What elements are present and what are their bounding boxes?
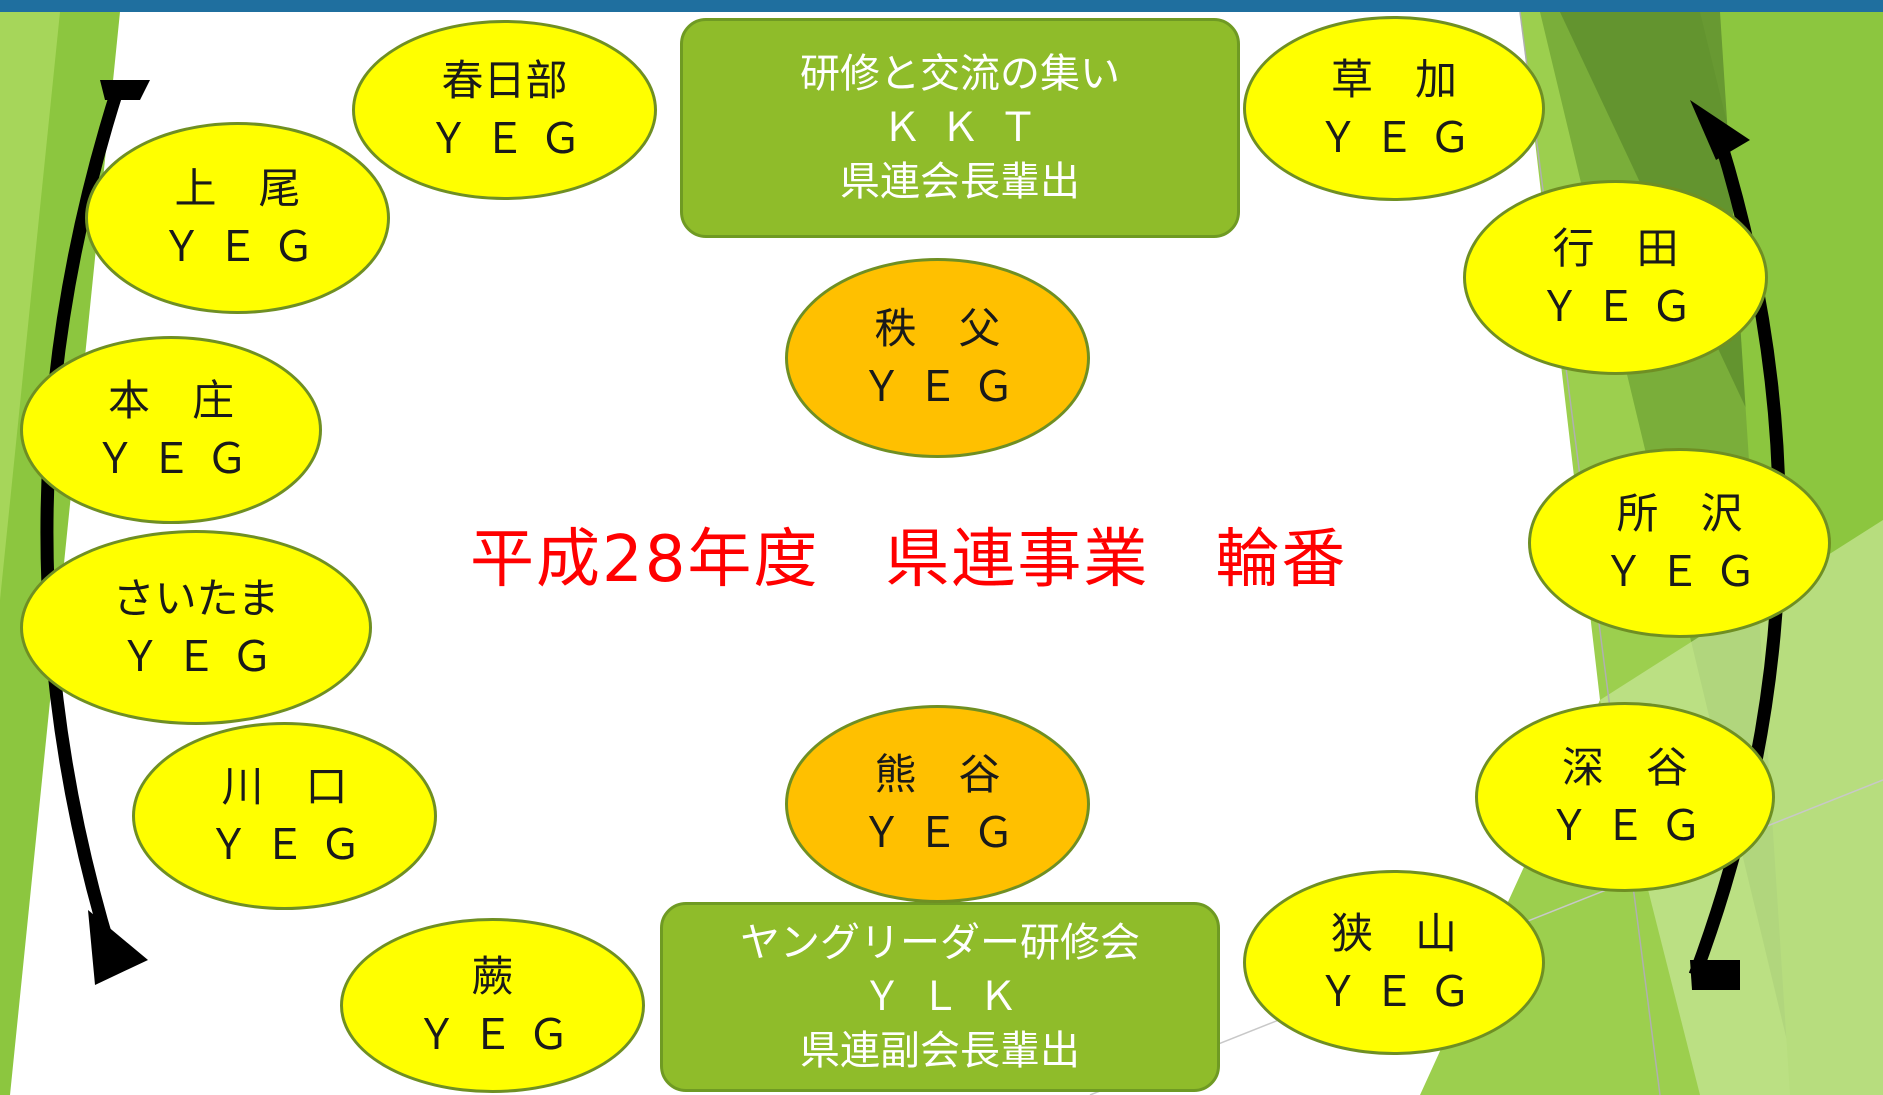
node-tokorozawa: 所 沢 ＹＥＧ — [1528, 448, 1831, 638]
node-saitama-name: さいたま — [112, 573, 280, 623]
node-chichibu-name: 秩 父 — [874, 304, 1001, 353]
node-soka-suffix: ＹＥＧ — [1316, 112, 1485, 162]
node-ageo-suffix: ＹＥＧ — [160, 222, 329, 271]
left-arrow-tail — [100, 80, 150, 100]
node-kumagaya-suffix: ＹＥＧ — [860, 808, 1029, 857]
right-arrow-tail — [1690, 960, 1740, 990]
node-ageo: 上 尾 ＹＥＧ — [85, 122, 390, 314]
node-soka-name: 草 加 — [1330, 54, 1457, 104]
kkt-box-line3: 県連会長輩出 — [840, 159, 1080, 205]
node-sayama-suffix: ＹＥＧ — [1316, 966, 1485, 1016]
node-kawaguchi: 川 口 ＹＥＧ — [132, 722, 437, 910]
node-kasukabe-name: 春日部 — [441, 56, 568, 105]
ylk-box-line3: 県連副会長輩出 — [800, 1028, 1080, 1074]
left-green-strip-light — [0, 12, 60, 600]
node-kasukabe-suffix: ＹＥＧ — [427, 114, 596, 163]
node-kumagaya-name: 熊 谷 — [874, 750, 1001, 799]
node-gyoda-name: 行 田 — [1552, 223, 1679, 273]
node-tokorozawa-suffix: ＹＥＧ — [1602, 547, 1771, 596]
node-kumagaya: 熊 谷 ＹＥＧ — [785, 705, 1090, 903]
node-tokorozawa-name: 所 沢 — [1616, 489, 1743, 538]
node-chichibu: 秩 父 ＹＥＧ — [785, 258, 1090, 458]
node-saitama-suffix: ＹＥＧ — [118, 631, 287, 681]
node-kawaguchi-suffix: ＹＥＧ — [207, 820, 376, 869]
node-fukaya-name: 深 谷 — [1561, 743, 1688, 792]
diagram-title: 平成28年度 県連事業 輪番 — [470, 523, 1348, 597]
node-kawaguchi-name: 川 口 — [221, 762, 348, 811]
node-honjo-name: 本 庄 — [107, 376, 234, 425]
node-gyoda: 行 田 ＹＥＧ — [1463, 180, 1768, 375]
node-sayama-name: 狭 山 — [1330, 908, 1457, 958]
kkt-box-line2: ＫＫＴ — [882, 105, 1056, 151]
node-warabi-suffix: ＹＥＧ — [415, 1009, 584, 1059]
node-honjo: 本 庄 ＹＥＧ — [20, 336, 322, 524]
kkt-box-line1: 研修と交流の集い — [800, 51, 1120, 97]
ylk-box: ヤングリーダー研修会 ＹＬＫ 県連副会長輩出 — [660, 902, 1220, 1092]
node-kasukabe: 春日部 ＹＥＧ — [352, 20, 657, 200]
ylk-box-line2: ＹＬＫ — [862, 974, 1036, 1020]
node-saitama: さいたま ＹＥＧ — [20, 530, 372, 725]
right-arrow-head — [1690, 100, 1750, 160]
node-fukaya: 深 谷 ＹＥＧ — [1475, 702, 1775, 892]
node-sayama: 狭 山 ＹＥＧ — [1243, 870, 1545, 1055]
node-warabi: 蕨 ＹＥＧ — [340, 918, 645, 1093]
node-warabi-name: 蕨 — [471, 951, 514, 1001]
node-honjo-suffix: ＹＥＧ — [93, 434, 262, 483]
ylk-box-line1: ヤングリーダー研修会 — [740, 920, 1140, 966]
kkt-box: 研修と交流の集い ＫＫＴ 県連会長輩出 — [680, 18, 1240, 238]
node-gyoda-suffix: ＹＥＧ — [1538, 281, 1707, 331]
node-soka: 草 加 ＹＥＧ — [1243, 16, 1545, 201]
left-arrow-head — [88, 910, 148, 985]
node-chichibu-suffix: ＹＥＧ — [860, 362, 1029, 411]
node-fukaya-suffix: ＹＥＧ — [1547, 801, 1716, 850]
top-bar — [0, 0, 1883, 12]
node-ageo-name: 上 尾 — [174, 164, 301, 213]
left-arrow-curve — [40, 86, 125, 952]
